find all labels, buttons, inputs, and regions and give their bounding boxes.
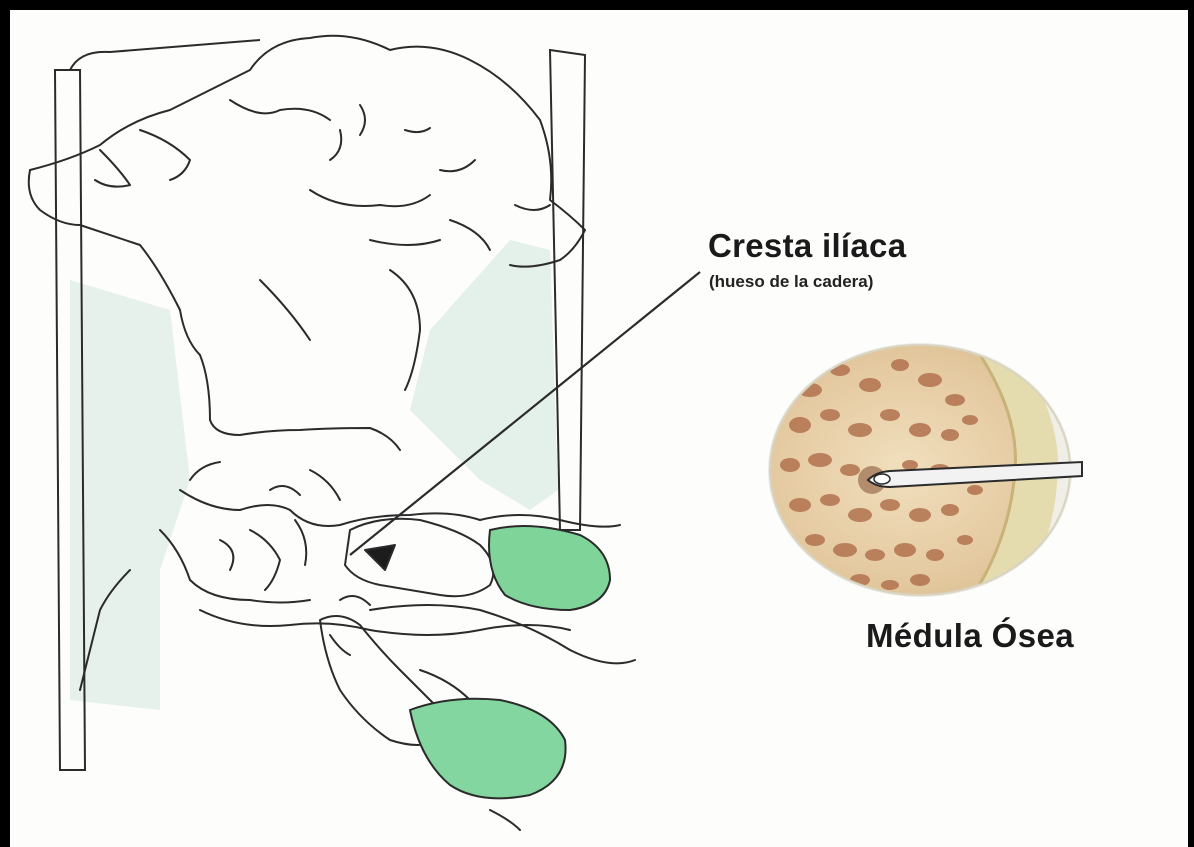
illustration-frame: Cresta ilíaca (hueso de la cadera) Médul… xyxy=(10,10,1188,847)
iliac-crest-label: Cresta ilíaca xyxy=(708,227,906,265)
illustration-canvas xyxy=(10,10,1188,847)
exam-table xyxy=(55,40,585,770)
iliac-crest-note: (hueso de la cadera) xyxy=(709,272,873,292)
bone-marrow-label: Médula Ósea xyxy=(866,617,1074,655)
glove-cuffs xyxy=(410,526,610,798)
